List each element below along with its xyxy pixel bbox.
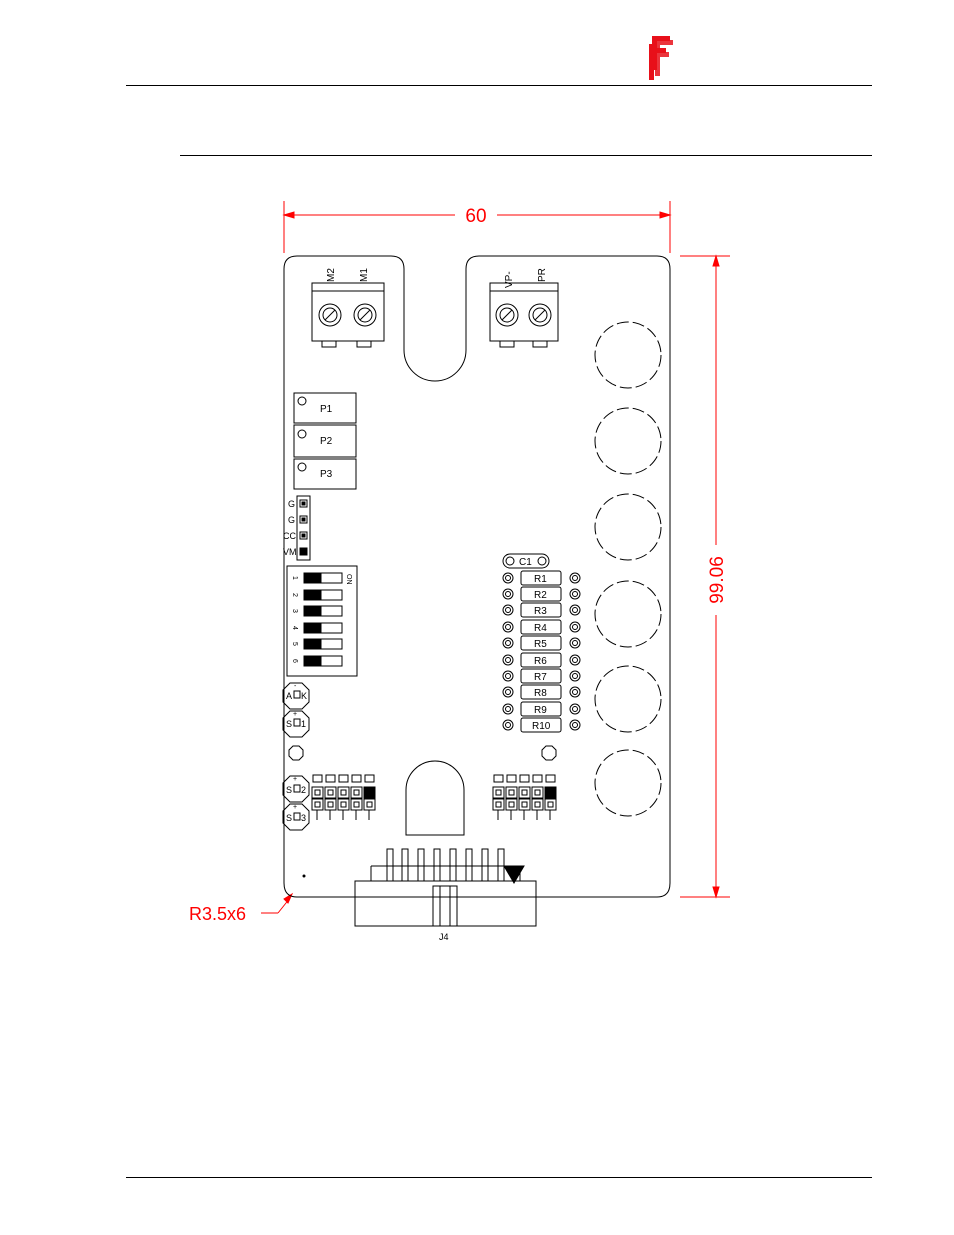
connector-label: J4 <box>439 932 449 942</box>
terminal-block-left <box>312 283 384 347</box>
capacitor-label: C1 <box>519 557 532 568</box>
led-s1-right: 1 <box>301 719 306 729</box>
resistor-label-r4: R4 <box>534 623 547 634</box>
resistor-label-r6: R6 <box>534 656 547 667</box>
connector-j4 <box>355 849 536 926</box>
jumper-label-vm: VM <box>283 547 297 557</box>
terminal-label-pr: PR <box>537 268 548 282</box>
dip-on-label: ON <box>345 574 352 585</box>
resistor-label-r8: R8 <box>534 688 547 699</box>
pot-label-p3: P3 <box>320 469 333 480</box>
pot-label-p2: P2 <box>320 436 333 447</box>
led-s1-label: S <box>286 719 292 729</box>
height-dimension-label: 99.06 <box>707 556 728 604</box>
led-s3-label: S <box>286 813 292 823</box>
led-ak-top: - <box>294 683 297 690</box>
led-ak-right: K <box>301 691 307 701</box>
terminal-label-vp: VP- <box>504 271 515 288</box>
dip-number-6: 6 <box>291 659 298 663</box>
jumper-header <box>297 496 310 560</box>
resistor-label-r3: R3 <box>534 606 547 617</box>
dip-number-4: 4 <box>291 626 298 630</box>
resistor-label-r5: R5 <box>534 639 547 650</box>
led-ak-label: A <box>286 691 292 701</box>
pin-header-right <box>493 775 556 820</box>
led-s2-top: + <box>293 776 297 783</box>
dip-number-5: 5 <box>291 642 298 646</box>
jumper-label-g2: G <box>288 515 295 525</box>
resistor-label-r9: R9 <box>534 705 547 716</box>
led-s2-label: S <box>286 785 292 795</box>
pot-label-p1: P1 <box>320 404 333 415</box>
resistor-label-r2: R2 <box>534 590 547 601</box>
jumper-label-g1: G <box>288 499 295 509</box>
mounting-circles <box>595 322 661 816</box>
led-s3-right: 3 <box>301 813 306 823</box>
resistor-label-r7: R7 <box>534 672 547 683</box>
radius-callout-label: R3.5x6 <box>189 904 246 924</box>
jumper-label-cc: CC <box>283 531 296 541</box>
led-s2-right: 2 <box>301 785 306 795</box>
dip-number-2: 2 <box>291 593 298 597</box>
resistor-label-r10: R10 <box>532 721 551 732</box>
dip-number-1: 1 <box>291 576 298 580</box>
led-s3-top: + <box>293 804 297 811</box>
terminal-label-m2: M2 <box>326 268 337 282</box>
pin-header-left <box>312 775 375 820</box>
brand-logo <box>649 36 673 80</box>
resistor-label-r1: R1 <box>534 574 547 585</box>
dip-number-3: 3 <box>291 609 298 613</box>
small-holes <box>289 746 556 877</box>
led-s1-top: + <box>293 711 297 718</box>
terminal-label-m1: M1 <box>359 268 370 282</box>
width-dimension-label: 60 <box>465 206 486 227</box>
terminal-block-right <box>490 283 558 347</box>
large-component <box>406 761 464 835</box>
radius-callout <box>261 894 292 913</box>
